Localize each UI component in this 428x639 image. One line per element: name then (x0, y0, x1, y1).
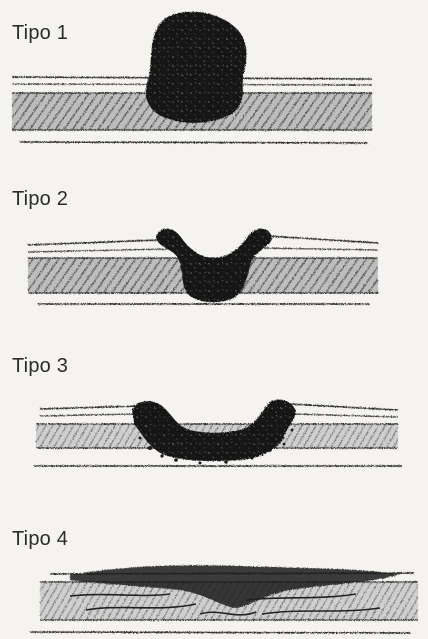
protruding-lesion (146, 12, 247, 123)
diagram-tipo-2 (28, 229, 378, 304)
serosa-line (30, 632, 410, 633)
diagram-tipo-3 (34, 400, 402, 466)
serosa-line (20, 142, 368, 143)
diagram-tipo-1 (12, 12, 372, 143)
diagram-tipo-4 (30, 565, 418, 633)
